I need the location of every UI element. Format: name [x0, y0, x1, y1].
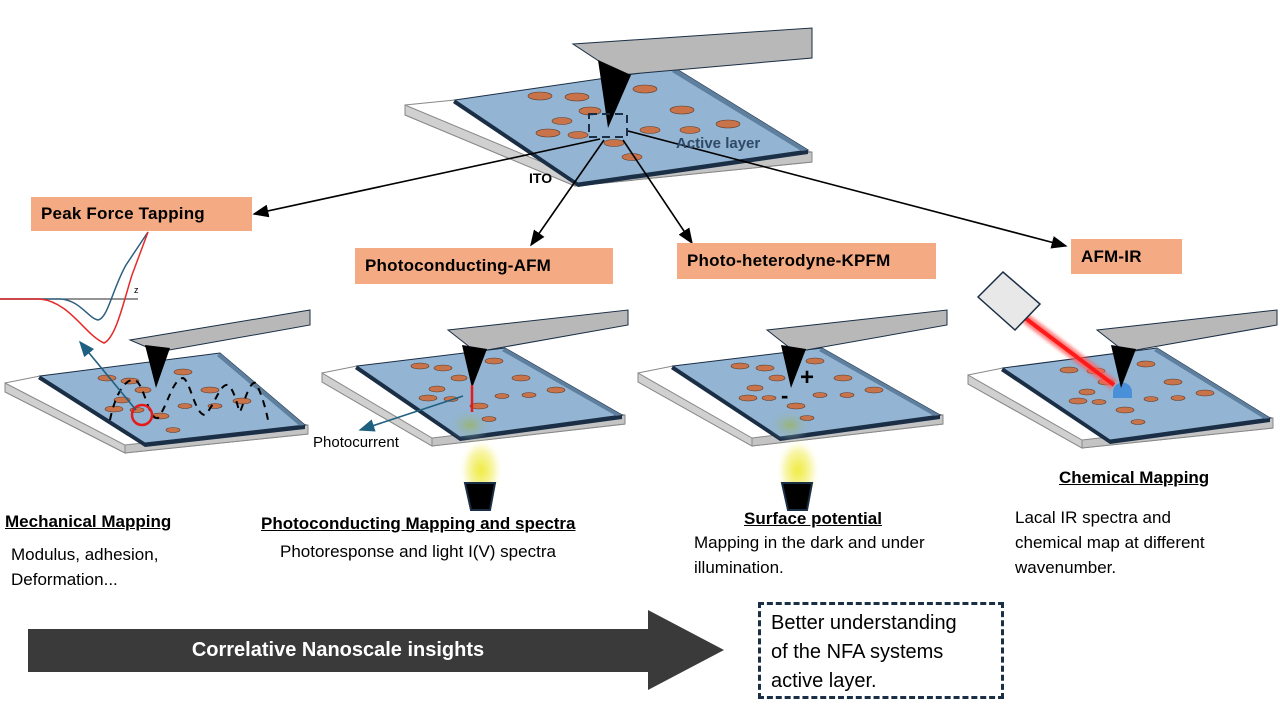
title-surface-potential: Surface potential	[744, 509, 882, 528]
approach-curve	[0, 231, 149, 321]
active-layer-label: Active layer	[676, 135, 761, 152]
conclusion-box: Better understanding of the NFA systems …	[758, 602, 1004, 699]
correlative-insights-arrow: Correlative Nanoscale insights	[28, 629, 648, 672]
tapping-trajectory	[109, 376, 269, 421]
desc-chemical-mapping: Lacal IR spectra and chemical map at dif…	[1015, 508, 1205, 577]
arrow-to-photoconducting	[530, 139, 605, 247]
sample-photoconducting	[321, 309, 629, 511]
arrow-to-afm-ir	[627, 130, 1068, 249]
photocurrent-label: Photocurrent	[313, 434, 399, 451]
plus-charge: +	[800, 364, 814, 391]
arrow-to-peak-force	[252, 138, 601, 218]
technique-label-photoconducting-afm: Photoconducting-AFM	[355, 248, 613, 284]
sample-afm-ir	[967, 270, 1278, 449]
title-photoconducting-mapping: Photoconducting Mapping and spectra	[261, 514, 576, 533]
minus-charge: -	[781, 383, 788, 408]
arrow-to-kpfm	[622, 139, 693, 245]
technique-label-photo-heterodyne-kpfm: Photo-heterodyne-KPFM	[677, 243, 936, 279]
absorption-spot	[1113, 382, 1132, 398]
desc-mechanical-mapping: Modulus, adhesion, Deformation...	[11, 545, 159, 589]
z-axis-label: z	[134, 285, 139, 295]
afm-tip	[598, 60, 631, 128]
ir-laser-beam	[1023, 316, 1116, 387]
retract-curve	[0, 231, 149, 344]
technique-label-afm-ir: AFM-IR	[1071, 239, 1182, 274]
sample-peak-force	[4, 309, 311, 454]
force-curve-plot	[0, 231, 149, 344]
technique-label-peak-force-tapping: Peak Force Tapping	[31, 197, 252, 231]
connector-arrows	[252, 130, 1068, 249]
desc-surface-potential: Mapping in the dark and under illuminati…	[694, 533, 925, 577]
correlative-insights-text: Correlative Nanoscale insights	[191, 639, 485, 661]
ito-label: ITO	[529, 170, 553, 186]
light-source-1	[463, 482, 497, 511]
zoom-region	[588, 113, 628, 138]
center-sample	[404, 27, 813, 187]
arrow-head-shape	[648, 610, 724, 690]
light-source-2	[780, 482, 814, 511]
title-mechanical-mapping: Mechanical Mapping	[5, 512, 172, 531]
contact-point-marker	[130, 403, 154, 427]
desc-photoconducting: Photoresponse and light I(V) spectra	[280, 542, 556, 561]
title-chemical-mapping: Chemical Mapping	[1059, 468, 1210, 487]
sample-kpfm: + -	[637, 309, 948, 511]
ir-source	[976, 270, 1042, 332]
